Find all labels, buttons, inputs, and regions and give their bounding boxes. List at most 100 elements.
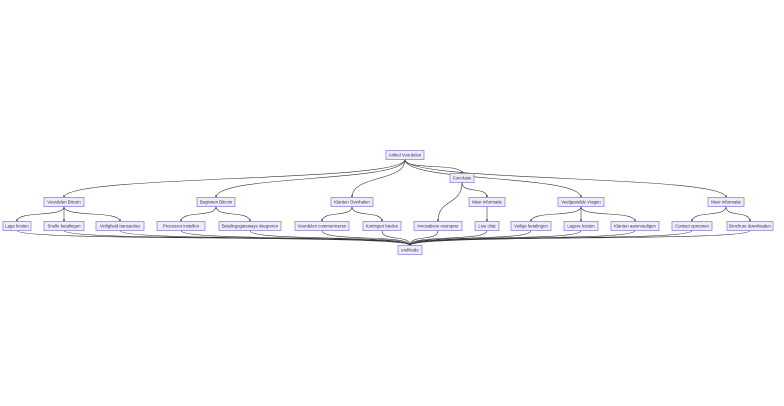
node-label: Kortingen bieden — [366, 223, 399, 228]
edge-root-to-voordelen — [62, 159, 406, 198]
node-box — [610, 221, 660, 231]
node-vragen: Veelgestelde Vragen — [557, 197, 605, 207]
edge-processor-to-eind — [180, 230, 412, 246]
node-box — [218, 221, 282, 231]
node-box — [707, 197, 745, 207]
node-label: Veilige betalingen — [514, 223, 548, 228]
node-box — [671, 221, 713, 231]
node-label: Beginnen Bitcoin — [200, 199, 233, 204]
edge-klanten_aan-to-eind — [408, 230, 636, 246]
node-label: Veelgestelde Vragen — [561, 199, 601, 204]
node-box — [196, 197, 236, 207]
node-label: Conclusie — [453, 175, 472, 180]
node-box — [563, 221, 599, 231]
node-label: Voordelen Bitcoin — [47, 199, 81, 204]
node-box — [474, 221, 500, 231]
node-veilige: Veilige betalingen — [510, 221, 552, 231]
edge-voordelen_com-to-eind — [321, 230, 412, 246]
node-label: Klanten aanmoedigen — [614, 223, 656, 228]
node-meer2: Meer informatie — [707, 197, 745, 207]
edge-vragen-to-klanten_aan — [580, 206, 637, 222]
node-voordelen: Voordelen Bitcoin — [43, 197, 85, 207]
node-box — [510, 221, 552, 231]
node-voordelen-com: Voordelen communiceren — [294, 221, 350, 231]
edge-betaal-to-eind — [249, 230, 412, 246]
node-label: Live chat — [478, 223, 496, 228]
edge-beginnen-to-processor — [179, 206, 217, 222]
node-label: Veiligheid transacties — [100, 223, 140, 228]
node-betaal: Betalingsgateways integreren — [218, 221, 282, 231]
node-lage: Lage kosten — [2, 221, 32, 231]
node-eind: endNode — [397, 245, 423, 255]
node-beginnen: Beginnen Bitcoin — [196, 197, 236, 207]
node-box — [413, 221, 463, 231]
node-meer1: Meer informatie — [468, 197, 506, 207]
node-box — [2, 221, 32, 231]
edge-klanten-to-voordelen_com — [320, 206, 353, 222]
node-klanten-aan: Klanten aanmoedigen — [610, 221, 660, 231]
edge-beginnen-to-betaal — [215, 206, 252, 222]
node-box — [156, 221, 206, 231]
edge-root-to-beginnen — [214, 159, 406, 198]
node-processor: Processor instellen — [156, 221, 206, 231]
node-label: Meer informatie — [472, 199, 502, 204]
node-label: Processor instellen — [163, 223, 200, 228]
node-contact: Contact opnemen — [671, 221, 713, 231]
edge-meer2-to-brochure — [725, 206, 752, 222]
edge-voordelen-to-lage — [15, 206, 65, 222]
edge-meer2-to-contact — [690, 206, 727, 222]
edge-root-to-klanten — [350, 159, 406, 198]
node-label: Klanten Overhalen — [334, 199, 370, 204]
edge-veilige-to-eind — [408, 230, 532, 246]
node-label: Meer informatie — [711, 199, 741, 204]
node-box — [397, 245, 423, 255]
node-label: Artikel Voordelen — [389, 152, 422, 157]
node-brochure: Brochure downloaden — [726, 221, 774, 231]
node-label: Lage kosten — [5, 223, 29, 228]
node-box — [362, 221, 402, 231]
node-box — [43, 221, 85, 231]
edge-live-to-eind — [408, 230, 488, 246]
node-box — [294, 221, 350, 231]
node-kortingen: Kortingen bieden — [362, 221, 402, 231]
node-conclusie: Conclusie — [449, 173, 475, 183]
node-box — [95, 221, 145, 231]
node-label: Brochure downloaden — [729, 223, 771, 228]
node-box — [557, 197, 605, 207]
edge-conclusie-to-innovatieve — [436, 182, 463, 222]
node-label: Voordelen communiceren — [298, 223, 347, 228]
node-veiligheid: Veiligheid transacties — [95, 221, 145, 231]
edge-kortingen-to-eind — [381, 230, 412, 246]
node-label: Betalingsgateways integreren — [222, 223, 279, 228]
node-label: endNode — [401, 247, 419, 252]
node-label: Snelle betalingen — [48, 223, 82, 228]
node-label: Lagere kosten — [567, 223, 595, 228]
edge-layer — [15, 159, 752, 246]
node-snelle: Snelle betalingen — [43, 221, 85, 231]
edge-brochure-to-eind — [408, 230, 751, 246]
node-label: Contact opnemen — [675, 223, 710, 228]
node-box — [726, 221, 774, 231]
edge-root-to-meer2 — [404, 159, 728, 198]
node-box — [449, 173, 475, 183]
node-box — [385, 150, 425, 160]
edge-veiligheid-to-eind — [119, 230, 412, 246]
node-root: Artikel Voordelen — [385, 150, 425, 160]
edge-vragen-to-veilige — [529, 206, 582, 222]
edge-klanten-to-kortingen — [351, 206, 384, 222]
node-label: Innovatieve voorsprer — [417, 223, 459, 228]
edge-root-to-vragen — [404, 159, 583, 198]
edge-innovatieve-to-eind — [408, 230, 439, 246]
edge-snelle-to-eind — [63, 230, 412, 246]
node-klanten: Klanten Overhalen — [330, 197, 374, 207]
node-box — [468, 197, 506, 207]
edge-lagere-to-eind — [408, 230, 582, 246]
node-live: Live chat — [474, 221, 500, 231]
node-box — [330, 197, 374, 207]
node-box — [43, 197, 85, 207]
edge-conclusie-to-meer1 — [461, 182, 489, 198]
edge-root-to-conclusie — [404, 159, 464, 174]
